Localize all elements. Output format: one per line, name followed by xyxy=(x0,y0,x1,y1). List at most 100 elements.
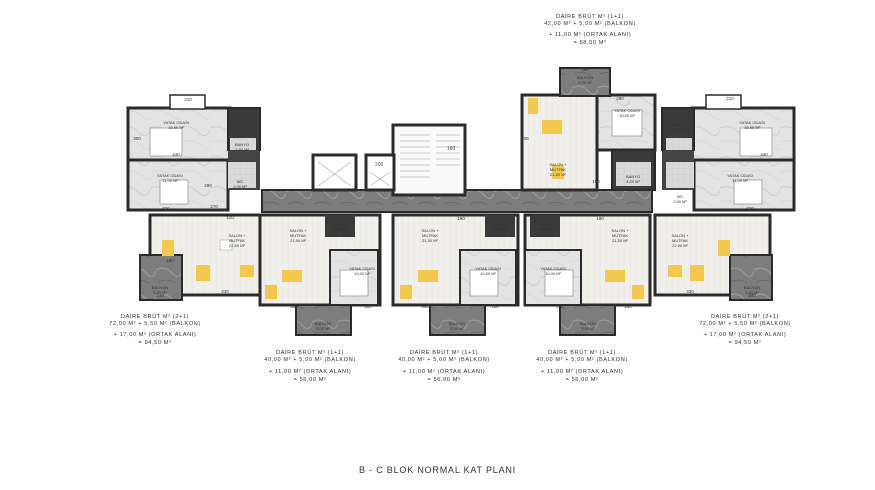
svg-text:SALON +: SALON + xyxy=(671,233,689,238)
svg-text:21,50 M²: 21,50 M² xyxy=(290,238,306,243)
svg-text:21,50 M²: 21,50 M² xyxy=(422,238,438,243)
svg-text:22,50 M²: 22,50 M² xyxy=(672,243,688,248)
svg-text:WC: WC xyxy=(677,194,684,199)
svg-text:MUTFAK: MUTFAK xyxy=(672,238,689,243)
svg-text:SALON +: SALON + xyxy=(289,228,307,233)
caption-line: 72,00 M² + 5,50 M² (BALKON) xyxy=(109,321,201,328)
svg-text:YATAK ODASI: YATAK ODASI xyxy=(614,108,640,113)
svg-text:5,50 M²: 5,50 M² xyxy=(745,290,759,295)
svg-text:440: 440 xyxy=(172,152,180,157)
svg-text:190: 190 xyxy=(596,216,604,221)
svg-text:210: 210 xyxy=(184,97,192,102)
caption-top-unit: DAİRE BRÜT M² (1+1) 42,00 M² + 5,00 M² (… xyxy=(544,14,636,47)
svg-text:290: 290 xyxy=(616,96,624,101)
caption-line: DAİRE BRÜT M² (1+1) xyxy=(275,350,345,356)
svg-text:190: 190 xyxy=(457,216,465,221)
svg-text:BALKON: BALKON xyxy=(449,321,465,326)
svg-text:BANYO: BANYO xyxy=(493,222,507,227)
caption-line: 42,00 M² + 5,00 M² (BALKON) xyxy=(544,21,636,28)
svg-text:10,00 M²: 10,00 M² xyxy=(354,271,370,276)
svg-text:3,50 M²: 3,50 M² xyxy=(493,227,507,232)
svg-text:240: 240 xyxy=(748,293,756,298)
svg-text:BANYO: BANYO xyxy=(235,142,249,147)
svg-text:5,00 M²: 5,00 M² xyxy=(450,326,464,331)
caption-line: + 11,00 M² (ORTAK ALANI) xyxy=(268,369,352,376)
svg-text:21,50 M²: 21,50 M² xyxy=(612,238,628,243)
svg-text:4,00 M²: 4,00 M² xyxy=(626,179,640,184)
svg-text:11,00 M²: 11,00 M² xyxy=(162,178,178,183)
room-labels: YATAK ODASI 15,50 M² YATAK ODASI 11,00 M… xyxy=(152,75,765,331)
svg-text:10,00 M²: 10,00 M² xyxy=(545,271,561,276)
svg-text:YATAK ODASI: YATAK ODASI xyxy=(349,266,375,271)
svg-text:15,50 M²: 15,50 M² xyxy=(744,125,760,130)
svg-text:290: 290 xyxy=(204,183,212,188)
svg-text:MUTFAK: MUTFAK xyxy=(290,233,307,238)
svg-text:300: 300 xyxy=(556,304,564,309)
caption-line: = 56,00 M² xyxy=(293,376,327,383)
unit-top-1plus1 xyxy=(520,67,657,192)
svg-text:290: 290 xyxy=(581,67,589,72)
svg-text:SALON +: SALON + xyxy=(228,233,246,238)
svg-text:3,50 M²: 3,50 M² xyxy=(333,227,347,232)
svg-text:3,60 M²: 3,60 M² xyxy=(235,147,249,152)
svg-text:11,00 M²: 11,00 M² xyxy=(732,178,748,183)
svg-text:BALKON: BALKON xyxy=(315,321,331,326)
svg-text:YATAK ODASI: YATAK ODASI xyxy=(540,266,566,271)
svg-text:BALKON: BALKON xyxy=(744,285,760,290)
svg-text:SALON +: SALON + xyxy=(611,228,629,233)
caption-bottom-unit-1: DAİRE BRÜT M² (1+1) 40,00 M² + 5,00 M² (… xyxy=(264,350,356,384)
svg-text:110: 110 xyxy=(226,215,234,220)
svg-text:MUTFAK: MUTFAK xyxy=(550,167,567,172)
svg-text:190: 190 xyxy=(592,179,600,184)
svg-text:BANYO: BANYO xyxy=(538,222,552,227)
svg-text:330: 330 xyxy=(221,289,229,294)
unit-left-2plus1 xyxy=(126,94,262,301)
caption-line: + 11,00 M² (ORTAK ALANI) xyxy=(402,369,486,376)
svg-text:5,50 M²: 5,50 M² xyxy=(153,290,167,295)
svg-text:180: 180 xyxy=(624,304,632,309)
svg-text:3,50 M²: 3,50 M² xyxy=(538,227,552,232)
caption-line: + 17,00 M² (ORTAK ALANI) xyxy=(113,332,197,339)
caption-bottom-unit-2: DAİRE BRÜT M² (1+1) 40,00 M² + 5,00 M² (… xyxy=(398,350,490,384)
svg-text:YATAK ODASI: YATAK ODASI xyxy=(157,173,183,178)
svg-text:MUTFAK: MUTFAK xyxy=(422,233,439,238)
caption-line: DAİRE BRÜT M² (1+1) xyxy=(555,14,625,20)
caption-line: 40,00 M² + 5,00 M² (BALKON) xyxy=(398,357,490,364)
svg-text:240: 240 xyxy=(156,293,164,298)
svg-text:200: 200 xyxy=(375,162,384,168)
caption-line: = 94,50 M² xyxy=(138,339,172,346)
plan-title: B - C BLOK NORMAL KAT PLANI xyxy=(359,465,516,475)
svg-text:180: 180 xyxy=(447,146,456,152)
svg-text:300: 300 xyxy=(421,304,429,309)
svg-text:330: 330 xyxy=(686,289,694,294)
svg-text:320: 320 xyxy=(746,206,754,211)
svg-text:270: 270 xyxy=(210,204,218,209)
svg-text:WC: WC xyxy=(237,179,244,184)
svg-text:180: 180 xyxy=(364,304,372,309)
caption-line: = 56,00 M² xyxy=(565,376,599,383)
caption-line: = 58,00 M² xyxy=(573,39,607,46)
svg-text:21,50 M²: 21,50 M² xyxy=(550,172,566,177)
svg-text:YATAK ODASI: YATAK ODASI xyxy=(739,120,765,125)
svg-text:SALON +: SALON + xyxy=(421,228,439,233)
caption-line: 40,00 M² + 5,00 M² (BALKON) xyxy=(264,357,356,364)
svg-text:22,50 M²: 22,50 M² xyxy=(229,243,245,248)
unit-right-2plus1 xyxy=(653,94,796,301)
svg-text:BANYO: BANYO xyxy=(333,222,347,227)
svg-text:505: 505 xyxy=(521,136,529,141)
stair-core: 180 xyxy=(391,123,467,197)
svg-text:MUTFAK: MUTFAK xyxy=(612,233,629,238)
svg-text:MUTFAK: MUTFAK xyxy=(229,238,246,243)
svg-text:180: 180 xyxy=(166,258,174,263)
unit-bottom-2 xyxy=(391,213,520,336)
svg-text:180: 180 xyxy=(491,304,499,309)
svg-text:YATAK ODASI: YATAK ODASI xyxy=(475,266,501,271)
svg-text:15,50 M²: 15,50 M² xyxy=(168,125,184,130)
svg-text:BANYO: BANYO xyxy=(672,122,686,127)
caption-bottom-unit-3: DAİRE BRÜT M² (1+1) 40,00 M² + 5,00 M² (… xyxy=(536,350,628,384)
caption-line: 40,00 M² + 5,00 M² (BALKON) xyxy=(536,357,628,364)
dimension-labels: 210 300 440 320 270 110 180 240 330 290 … xyxy=(133,67,768,309)
svg-text:5,00 M²: 5,00 M² xyxy=(316,326,330,331)
svg-text:440: 440 xyxy=(760,152,768,157)
